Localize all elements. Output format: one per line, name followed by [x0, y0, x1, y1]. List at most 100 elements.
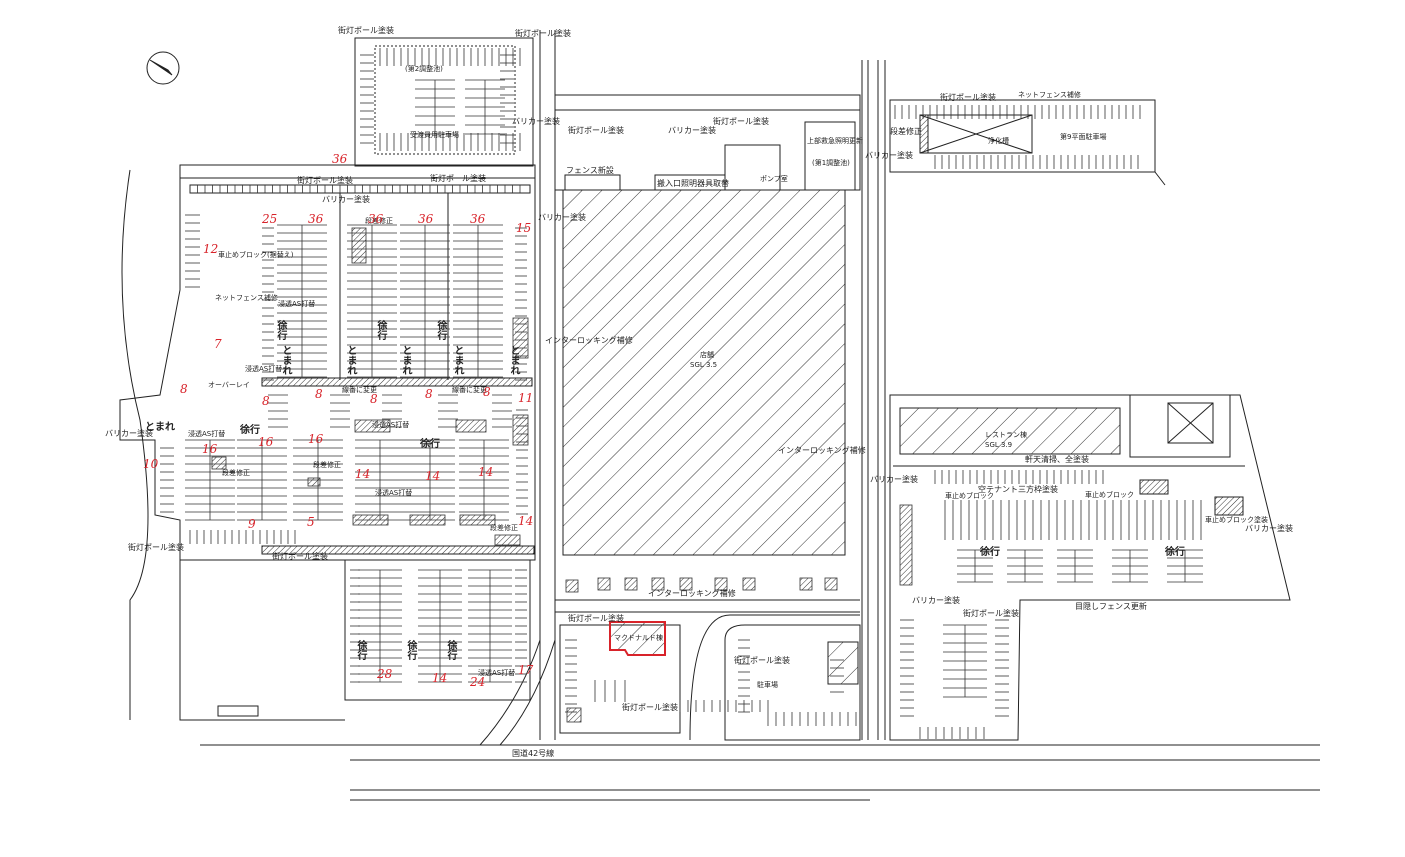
barricade-paint-label: バリカー塗装 — [865, 151, 913, 160]
barricade-paint-label: バリカー塗装 — [912, 596, 960, 605]
hatched-repair-area — [351, 227, 367, 264]
interlocking-label: インターロッキング補修 — [545, 336, 633, 345]
stall-count-markup: 8 — [370, 392, 378, 406]
restaurant-label: レストラン棟 — [985, 431, 1027, 439]
street-light-paint-label: 街灯ポール塗装 — [128, 543, 184, 552]
barricade-paint-label: バリカー塗装 — [870, 475, 918, 484]
step-fix-label: 段差修正 — [313, 461, 341, 469]
stall-count-markup: 12 — [203, 242, 219, 256]
overlay-label: オーバーレイ — [208, 381, 250, 389]
as-patch-label: 浸透AS打替 — [478, 669, 516, 677]
stop-marking: とまれ — [145, 422, 175, 433]
stall-count-markup: 16 — [258, 435, 274, 449]
stall-count-markup: 16 — [202, 442, 218, 456]
barricade-paint-label: バリカー塗装 — [105, 429, 153, 438]
stall-count-markup: 16 — [308, 432, 324, 446]
line-change-label: 線番に変更 — [342, 386, 377, 394]
blind-fence-label: 目隠しフェンス更新 — [1075, 602, 1147, 611]
street-light-paint-label: 街灯ポール塗装 — [963, 609, 1019, 618]
septic-label: 浄化槽 — [988, 137, 1009, 145]
stall-count-markup: 14 — [355, 467, 371, 481]
step-fix-label: 段差修正 — [890, 127, 922, 136]
barricade-paint-label: バリカー塗装 — [512, 117, 560, 126]
street-light-paint-label: 街灯ポール塗装 — [622, 703, 678, 712]
stall-count-markup: 36 — [332, 152, 348, 166]
stall-count-markup: 36 — [418, 212, 434, 226]
stall-count-markup: 14 — [432, 671, 448, 685]
stall-count-markup: 36 — [368, 212, 384, 226]
mcdonalds-building — [609, 621, 666, 656]
slow-marking: 徐行 — [375, 320, 386, 340]
hatched-repair-area — [651, 577, 665, 591]
stop-marking: とまれ — [345, 345, 356, 375]
stall-count-markup: 5 — [307, 515, 315, 529]
stall-count-markup: 14 — [518, 514, 534, 528]
hatched-repair-area — [211, 456, 227, 470]
street-light-paint-label: 街灯ポール塗装 — [338, 26, 394, 35]
street-light-paint-label: 街灯ポール塗装 — [713, 117, 769, 126]
store-building — [562, 189, 846, 556]
pump-room-label: ポンプ室 — [760, 175, 788, 183]
hatched-repair-area — [307, 477, 321, 487]
stall-count-markup: 14 — [478, 465, 494, 479]
hatched-repair-area — [459, 514, 496, 526]
wheel-stop-paint-label: 車止めブロック塗装 — [1205, 516, 1268, 524]
street-light-paint-label: 街灯ポール塗装 — [297, 176, 353, 185]
employee-lot-outline — [354, 37, 534, 167]
as-patch-label: 浸透AS打替 — [278, 300, 316, 308]
step-fix-label: 段差修正 — [222, 469, 250, 477]
street-light-paint-label: 街灯ポール塗装 — [272, 552, 328, 561]
eaves-label: 軒天清掃、全塗装 — [1025, 455, 1089, 464]
street-light-paint-label: 街灯ポール塗装 — [515, 29, 571, 38]
as-patch-label: 浸透AS打替 — [245, 365, 283, 373]
street-light-paint-label: 街灯ポール塗装 — [734, 656, 790, 665]
slow-marking: 徐行 — [435, 320, 446, 340]
street-light-paint-label: 街灯ポール塗装 — [430, 174, 486, 183]
hatched-repair-area — [354, 419, 391, 433]
stall-count-markup: 36 — [308, 212, 324, 226]
slow-marking: 徐行 — [420, 439, 440, 450]
as-patch-label: 浸透AS打替 — [375, 489, 413, 497]
net-fence-label: ネットフェンス補修 — [215, 294, 278, 302]
barricade-paint-label: バリカー塗装 — [538, 213, 586, 222]
stall-count-markup: 25 — [262, 212, 278, 226]
street-light-paint-label: 街灯ポール塗装 — [568, 614, 624, 623]
stall-count-markup: 8 — [262, 394, 270, 408]
stall-count-markup: 8 — [483, 385, 491, 399]
stall-count-markup: 10 — [143, 457, 159, 471]
stop-marking: とまれ — [400, 345, 411, 375]
upper-light-label: 上部救急照明更新 — [807, 137, 863, 145]
stall-count-markup: 8 — [315, 387, 323, 401]
parking-label: 駐車場 — [757, 681, 778, 689]
wheel-stop-reset-label: 車止めブロック(据替え) — [218, 251, 294, 259]
hatched-repair-area — [566, 707, 582, 723]
net-fence-label: ネットフェンス補修 — [1018, 91, 1081, 99]
hatched-repair-area — [512, 317, 529, 359]
stall-count-markup: 14 — [425, 469, 441, 483]
slow-marking: 徐行 — [445, 640, 456, 660]
hatched-repair-area — [824, 577, 838, 591]
as-patch-label: 浸透AS打替 — [372, 421, 410, 429]
stop-marking: とまれ — [452, 345, 463, 375]
lot9-outline — [889, 99, 1156, 173]
stall-count-markup: 28 — [377, 667, 393, 681]
interlocking-label: インターロッキング補修 — [778, 446, 866, 455]
wheel-stop-label: 車止めブロック — [945, 492, 994, 500]
hatched-repair-area — [679, 577, 693, 591]
stall-count-markup: 9 — [248, 517, 256, 531]
slow-marking: 徐行 — [275, 320, 286, 340]
hatched-repair-area — [597, 577, 611, 591]
slow-marking: 徐行 — [355, 640, 366, 660]
slow-marking: 徐行 — [405, 640, 416, 660]
stop-marking: とまれ — [508, 345, 519, 375]
hatched-repair-area — [352, 514, 389, 526]
step-fix-label: 段差修正 — [365, 217, 393, 225]
slow-marking: 徐行 — [1165, 547, 1185, 558]
mcdonalds-label: マクドナルド棟 — [614, 634, 663, 642]
store-gl-label: SGL 3.5 — [690, 361, 718, 369]
west-lot-outline — [119, 164, 536, 561]
street-light-paint-label: 街灯ポール塗装 — [940, 93, 996, 102]
hatched-repair-area — [624, 577, 638, 591]
